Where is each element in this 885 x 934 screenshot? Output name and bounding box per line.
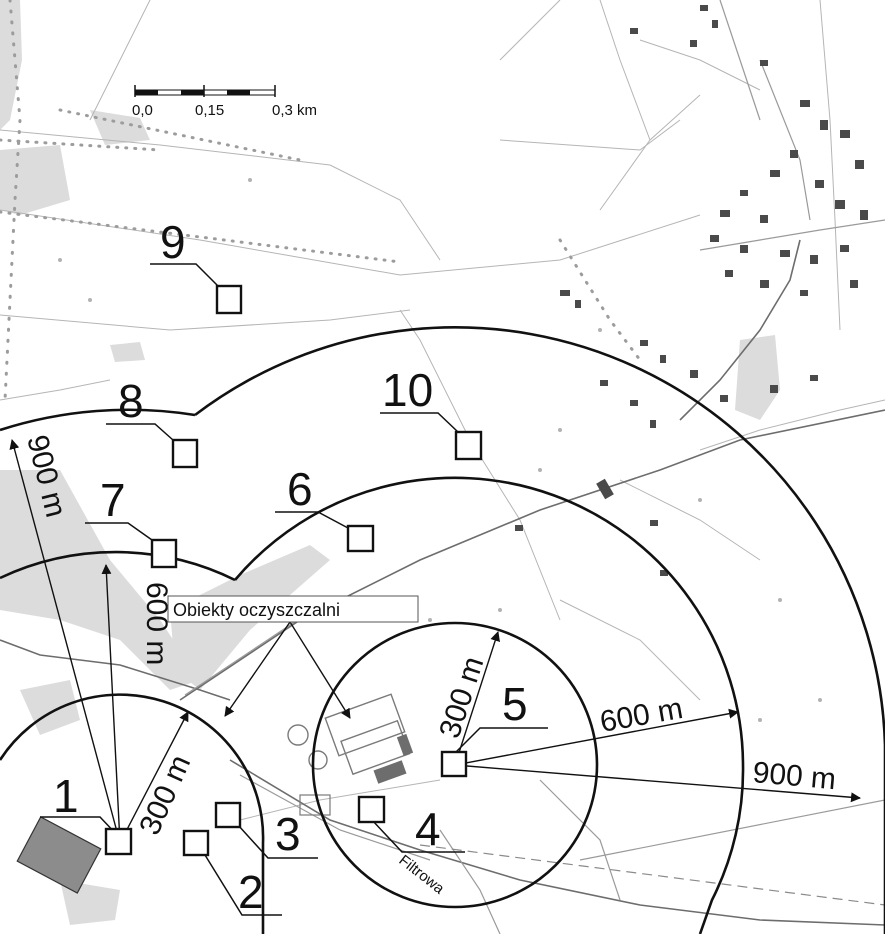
- objects-label: Obiekty oczyszczalni: [167, 595, 419, 623]
- point-label-4: 4: [415, 803, 441, 855]
- distance-label-600m-left: 600 m: [140, 582, 173, 665]
- distance-label-600m-right: 600 m: [597, 692, 685, 739]
- measurement-point-7: 7: [85, 474, 178, 569]
- measurement-point-5: 5: [440, 678, 548, 778]
- measurement-point-3: 3: [214, 801, 318, 860]
- treatment-plant-facilities: [287, 693, 414, 816]
- measurement-point-1: 1: [40, 770, 133, 856]
- measurement-point-8: 8: [106, 375, 199, 469]
- scale-label-0: 0,0: [132, 102, 153, 119]
- point-label-7: 7: [100, 474, 126, 526]
- measurement-point-2: 2: [182, 829, 282, 918]
- point-label-6: 6: [287, 463, 313, 515]
- ring-300m-right: [311, 621, 599, 909]
- ring-300m-left: [0, 693, 265, 934]
- measurement-points: 1 2 3 4 5 6: [40, 216, 548, 918]
- point-label-2: 2: [238, 866, 264, 918]
- distance-label-900m-right: 900 m: [751, 756, 837, 796]
- point-label-5: 5: [502, 678, 528, 730]
- measurement-point-9: 9: [150, 216, 243, 315]
- measurement-point-4: 4: [357, 795, 465, 855]
- measurement-point-6: 6: [275, 463, 375, 553]
- village-buildings: [515, 5, 868, 576]
- ring-900m-left: [0, 408, 196, 432]
- scattered-dots: [58, 178, 822, 722]
- radius-arrows: [9, 439, 861, 844]
- point-label-1: 1: [53, 770, 79, 822]
- scale-label-015: 0,15: [195, 102, 224, 119]
- measurement-point-10: 10: [380, 364, 483, 461]
- point-label-10: 10: [382, 364, 433, 416]
- facility-block: [16, 816, 102, 894]
- distance-rings: [0, 326, 885, 934]
- point-label-9: 9: [160, 216, 186, 268]
- distance-label-300m-left: 300 m: [133, 750, 197, 840]
- distance-labels: 900 m 600 m 300 m 300 m 600 m 900 m: [20, 432, 837, 840]
- point-label-8: 8: [118, 375, 144, 427]
- dotted-hedgerows: [0, 0, 642, 402]
- ring-600m-right: [234, 476, 745, 934]
- ring-900m-right: [194, 326, 885, 934]
- street-label: Filtrowa: [396, 852, 448, 898]
- scale-label-03: 0,3 km: [272, 102, 317, 119]
- point-label-3: 3: [275, 808, 301, 860]
- scale-bar: 0,0 0,15 0,3 km: [132, 85, 317, 119]
- ring-600m-left: [0, 550, 236, 582]
- objects-label-text: Obiekty oczyszczalni: [173, 600, 340, 620]
